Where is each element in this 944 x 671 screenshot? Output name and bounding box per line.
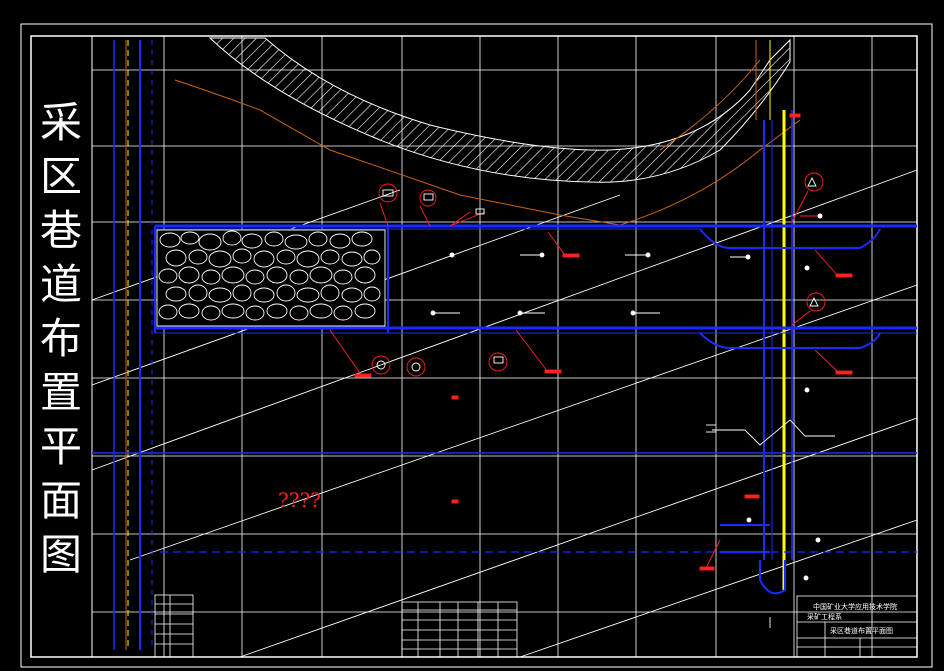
outer-frame (20, 23, 933, 668)
title-block-drawing-name: 采区巷道布置平面图 (830, 626, 893, 635)
title-char: 平 (39, 422, 82, 471)
title-char: 面 (39, 476, 82, 525)
main-roadways-right (755, 40, 793, 595)
title-char: 布 (39, 314, 82, 363)
hatched-fault-zone (208, 37, 791, 183)
vertical-drawing-title: 采区巷道布置平面图 (36, 96, 86, 582)
title-char: 置 (39, 368, 82, 417)
equipment-symbols (376, 176, 835, 628)
title-char: 巷 (39, 206, 82, 255)
title-char: 道 (39, 260, 82, 309)
title-char: 图 (39, 530, 82, 579)
main-roadways-left (113, 40, 153, 650)
legend-table-left (154, 594, 194, 658)
title-char: 区 (39, 152, 82, 201)
note-marks: ???? (278, 488, 321, 512)
title-block-department: 采矿工程系 (807, 612, 842, 621)
mining-boundary (174, 59, 801, 226)
annotation-leaders (329, 113, 853, 571)
gate-roadways (92, 224, 917, 553)
title-block (796, 595, 918, 658)
title-block-school: 中国矿业大学应用技术学院 (813, 602, 897, 611)
legend-table-center (401, 601, 518, 658)
title-char: 采 (39, 98, 82, 147)
goaf-rubble-area (156, 229, 386, 327)
